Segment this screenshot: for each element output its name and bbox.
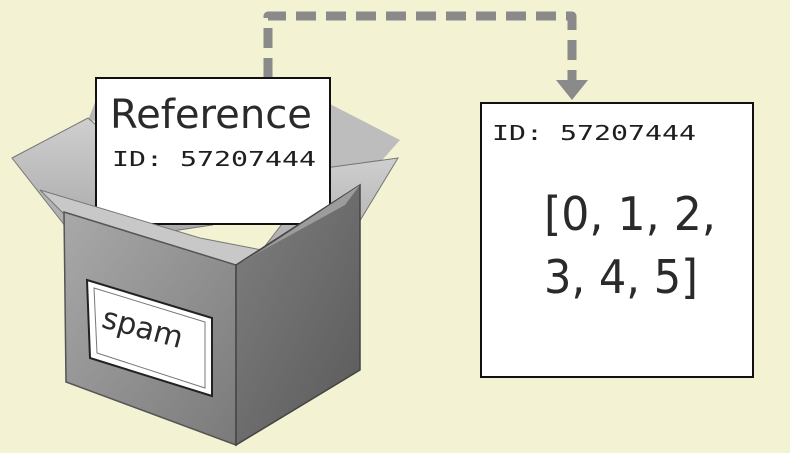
box-label: spam	[85, 278, 213, 398]
reference-card-title: Reference	[110, 92, 312, 138]
reference-card	[95, 77, 331, 225]
object-card-value-line1: [0, 1, 2,	[544, 187, 716, 241]
object-card-value-line2: 3, 4, 5]	[544, 250, 698, 304]
reference-card-id: ID: 57207444	[112, 147, 316, 171]
object-card	[480, 102, 754, 378]
dashed-arrow-icon	[263, 11, 588, 100]
object-card-id: ID: 57207444	[492, 121, 696, 145]
